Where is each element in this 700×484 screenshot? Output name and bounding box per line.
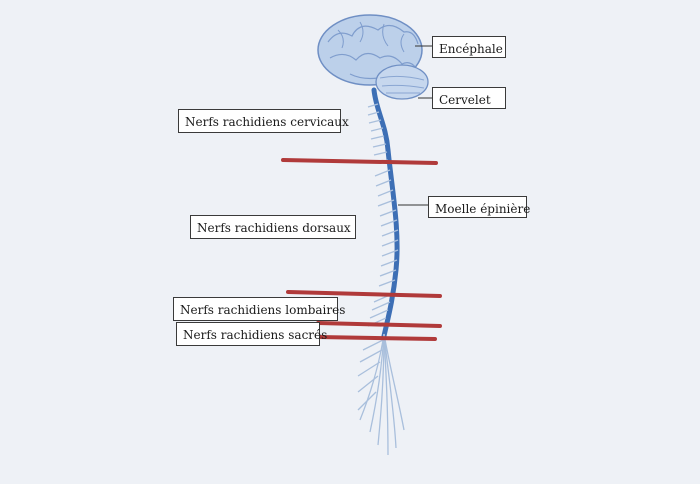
label-sacres: Nerfs rachidiens sacrés — [176, 322, 320, 346]
divider-cervical-dorsal — [283, 160, 436, 163]
cauda-equina-nerves — [358, 294, 404, 455]
label-dorsaux: Nerfs rachidiens dorsaux — [190, 215, 356, 239]
label-encephale: Encéphale — [432, 36, 506, 58]
label-cervelet: Cervelet — [432, 87, 506, 109]
divider-dorsal-lumbar — [288, 292, 440, 296]
spinal-cord-line — [374, 90, 397, 336]
label-cervicaux: Nerfs rachidiens cervicaux — [178, 109, 341, 133]
label-lombaires: Nerfs rachidiens lombaires — [173, 297, 338, 321]
divider-sacral-end — [318, 337, 435, 339]
label-moelle: Moelle épinière — [428, 196, 527, 218]
cerebellum-icon — [376, 65, 428, 99]
divider-lumbar-sacral — [318, 323, 440, 326]
